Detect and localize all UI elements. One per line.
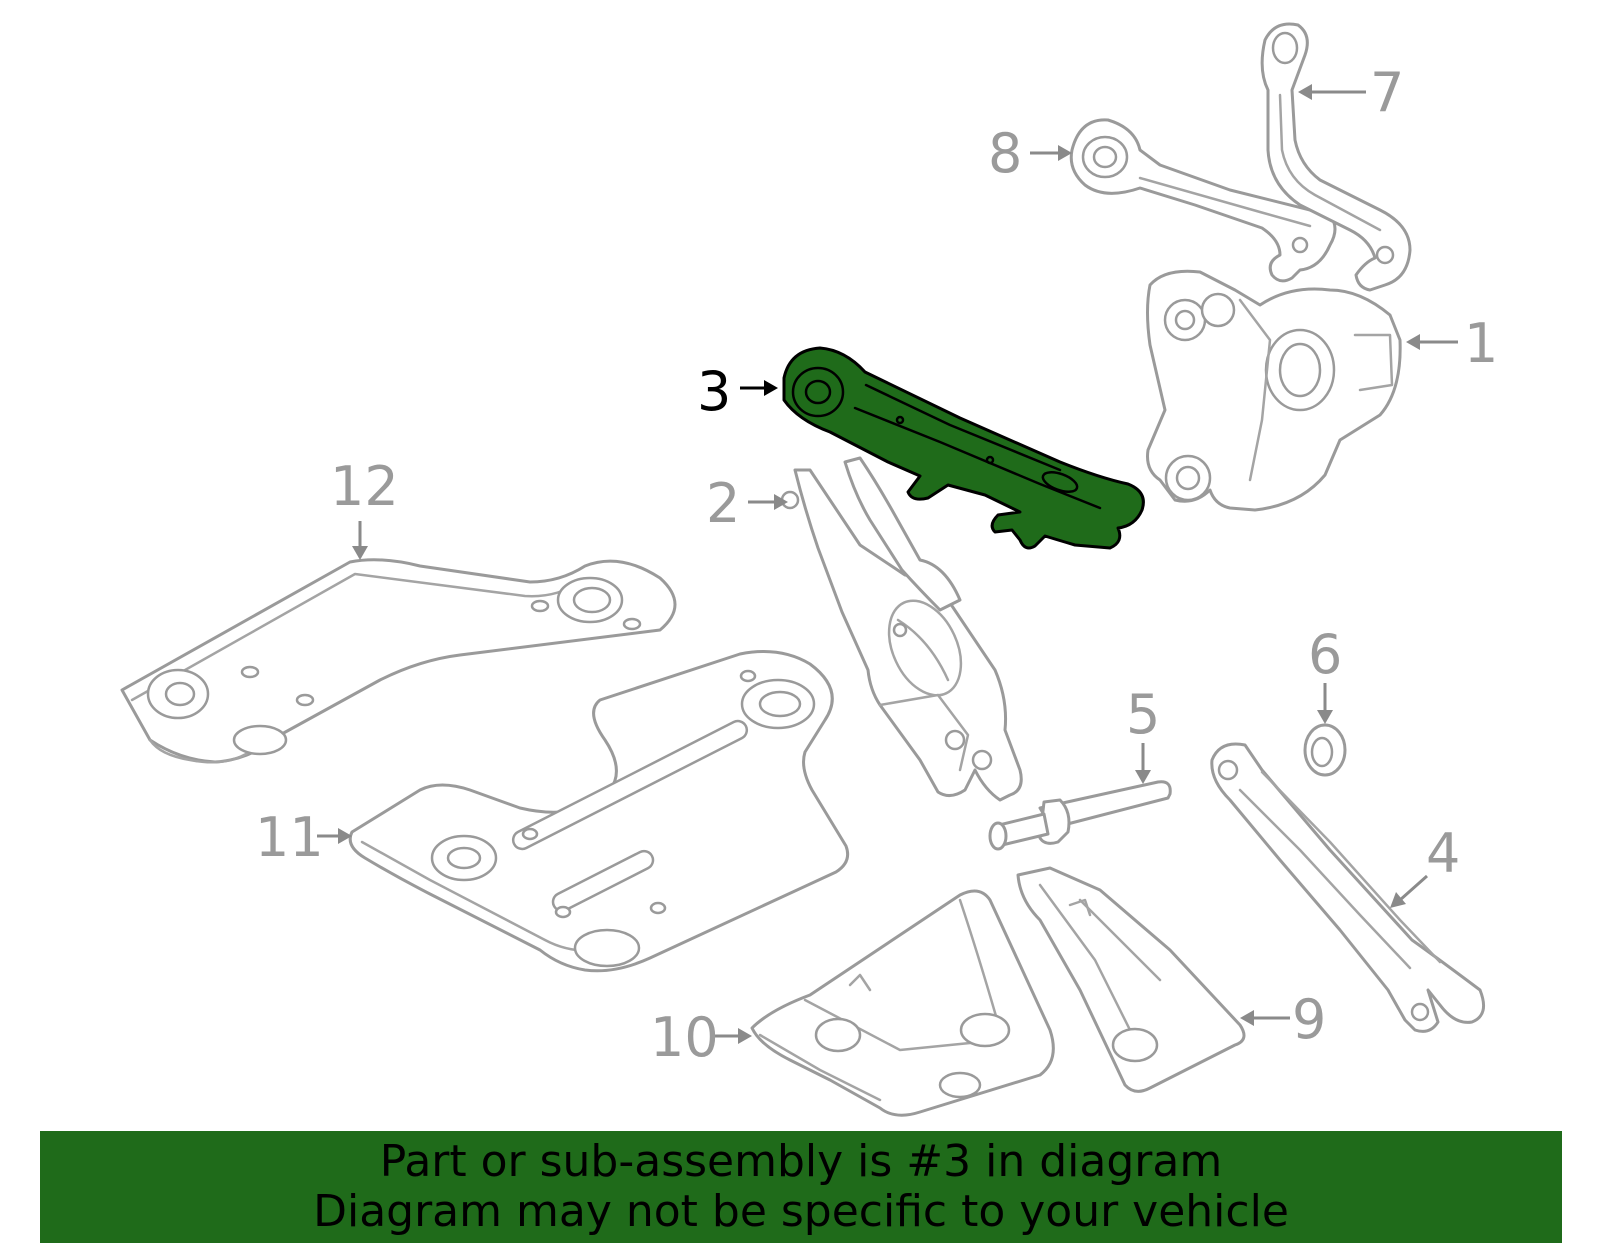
- part-2-arm: [780, 456, 1023, 802]
- part-10-cover: [750, 889, 1055, 1117]
- leader-4: [1399, 874, 1428, 902]
- callout-8: 8: [988, 122, 1022, 185]
- arrowhead-1: [1406, 334, 1420, 350]
- part-12-shield: [120, 558, 677, 764]
- banner-part-note: Part or sub-assembly is #3 in diagram: [379, 1136, 1223, 1187]
- arrowhead-6: [1317, 710, 1333, 724]
- part-1-knuckle: [1146, 269, 1402, 512]
- arrowhead-8: [1058, 145, 1072, 161]
- arrowhead-9: [1240, 1010, 1254, 1026]
- part-8-arm: [1069, 118, 1337, 283]
- arrowhead-5: [1135, 770, 1151, 784]
- part-5-bolt: [988, 780, 1172, 851]
- callout-7: 7: [1370, 61, 1404, 124]
- callout-numbers: 7 8 1 3 12 2 6 5 11 4 9 10: [255, 61, 1498, 1069]
- callout-2: 2: [706, 472, 740, 535]
- callout-3: 3: [697, 360, 731, 423]
- banner-disclaimer: Diagram may not be specific to your vehi…: [313, 1186, 1289, 1237]
- callout-9: 9: [1292, 988, 1326, 1051]
- arrowhead-10: [738, 1028, 752, 1044]
- part-4-link: [1210, 742, 1486, 1033]
- callout-4: 4: [1426, 822, 1460, 885]
- leader-lines: [317, 84, 1458, 1044]
- part-9-bracket: [1016, 866, 1246, 1093]
- callout-11: 11: [255, 806, 324, 869]
- callout-10: 10: [650, 1006, 719, 1069]
- part-11-shield: [348, 650, 850, 973]
- arrowhead-12: [352, 546, 368, 560]
- info-banner: Part or sub-assembly is #3 in diagram Di…: [40, 1131, 1562, 1243]
- part-3-arm-highlighted: [782, 346, 1145, 550]
- callout-12: 12: [330, 455, 399, 518]
- callout-1: 1: [1464, 312, 1498, 375]
- arrowhead-2: [774, 494, 788, 510]
- arrowhead-7: [1298, 84, 1312, 100]
- arrowhead-3: [764, 380, 778, 396]
- callout-6: 6: [1308, 623, 1342, 686]
- arrowhead-11: [338, 828, 352, 844]
- part-7-link: [1260, 22, 1412, 292]
- part-6-bushing: [1303, 723, 1347, 777]
- arrowhead-4: [1390, 892, 1406, 908]
- callout-5: 5: [1126, 683, 1160, 746]
